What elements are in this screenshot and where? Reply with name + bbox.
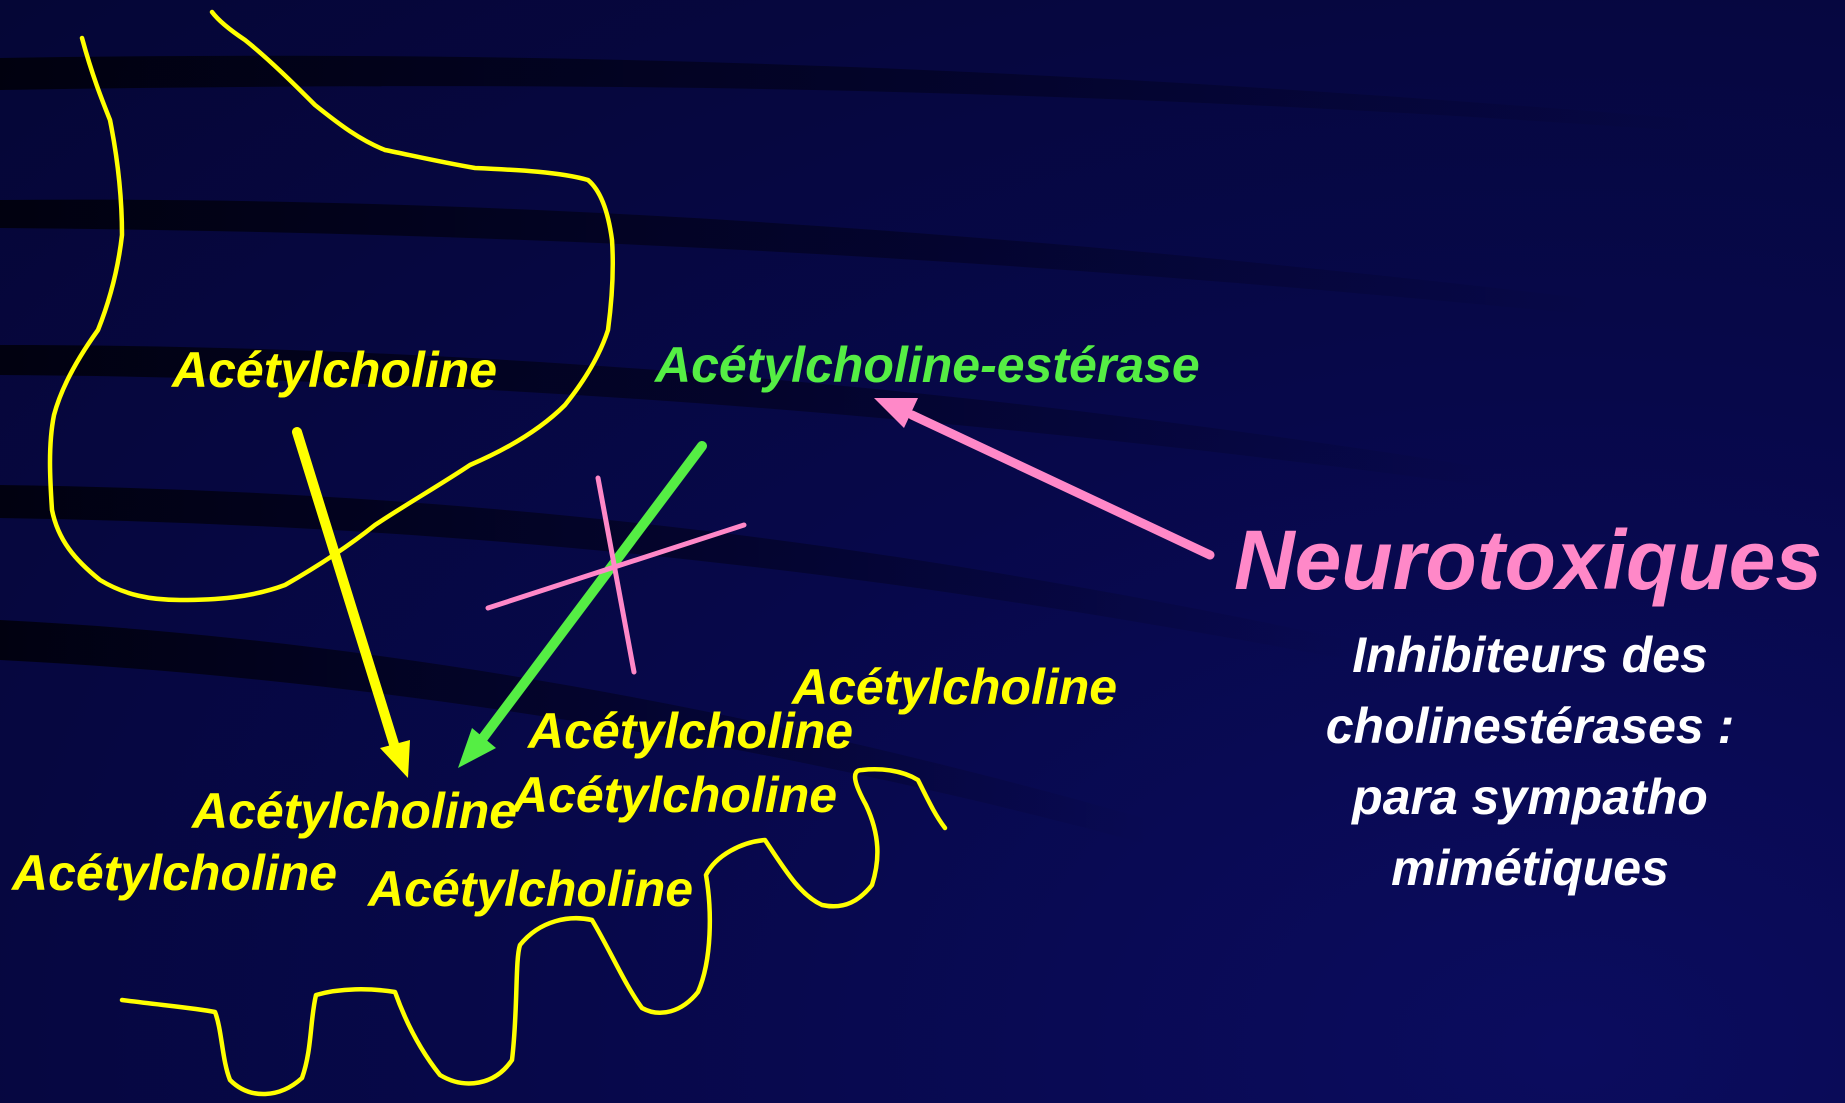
- inhibitor-description: Inhibiteurs des cholinestérases : para s…: [1270, 620, 1790, 904]
- cleft-molecule-label: Acétylcholine: [192, 786, 517, 836]
- inhibitor-description-line: para sympatho: [1270, 762, 1790, 833]
- inhibitor-description-line: mimétiques: [1270, 833, 1790, 904]
- cleft-molecule-label: Acétylcholine: [528, 706, 853, 756]
- neurotoxiques-heading: Neurotoxiques: [1234, 518, 1822, 602]
- cleft-molecule-label: Acétylcholine: [368, 864, 693, 914]
- cleft-molecule-label: Acétylcholine: [512, 770, 837, 820]
- inhibitor-description-line: cholinestérases :: [1270, 691, 1790, 762]
- acetylcholinesterase-label: Acétylcholine-estérase: [655, 340, 1200, 390]
- acetylcholine-release-arrow: [297, 432, 410, 778]
- inhibition-cross: [488, 478, 744, 672]
- acetylcholine-label: Acétylcholine: [172, 345, 497, 395]
- inhibitor-description-line: Inhibiteurs des: [1270, 620, 1790, 691]
- cleft-molecule-label: Acétylcholine: [12, 848, 337, 898]
